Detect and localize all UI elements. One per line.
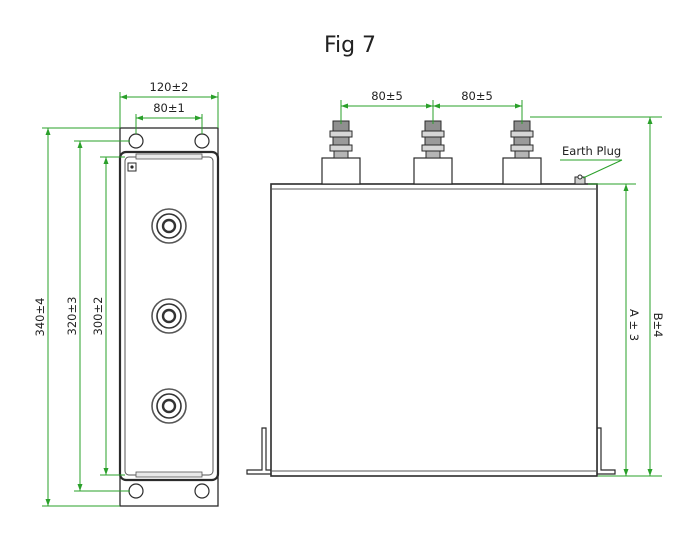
dim-label-pitch-left: 80±5 [371,89,403,103]
dim-label-height-a: A ± 3 [627,309,641,341]
front-bottom-band [135,471,203,478]
terminal-top-icon [151,208,187,244]
front-top-band [135,153,203,160]
side-view [246,120,616,477]
earth-marker-dot [130,165,134,169]
dim-label-body-height: 300±2 [91,297,105,336]
earth-plug-label: Earth Plug [562,144,621,158]
terminal-middle-icon [151,298,187,334]
earth-plug-leader [582,159,623,179]
mount-hole-bottom-right [194,483,210,499]
stud-middle-icon [421,120,445,159]
front-view-dimensions [42,92,219,507]
foot-left [246,427,274,475]
bushing-middle [413,157,453,185]
front-view [118,127,220,507]
mount-hole-top-left [128,133,144,149]
dim-label-overall-height: 340±4 [33,298,47,337]
earth-plug-icon [574,174,586,185]
mount-hole-bottom-left [128,483,144,499]
bushing-right [502,157,542,185]
figure-title: Fig 7 [324,33,376,58]
dim-label-mid-height: 320±3 [65,297,79,336]
side-view-dimensions [340,100,662,477]
foot-right [596,427,616,475]
dim-label-height-b: B±4 [651,313,665,338]
mount-hole-top-right [194,133,210,149]
dim-label-pitch-right: 80±5 [461,89,493,103]
side-body [270,183,598,477]
dim-label-outer-width: 120±2 [150,80,189,94]
terminal-bottom-icon [151,388,187,424]
bushing-left [321,157,361,185]
stud-right-icon [510,120,534,159]
stud-left-icon [329,120,353,159]
dim-label-inner-width: 80±1 [153,101,185,115]
